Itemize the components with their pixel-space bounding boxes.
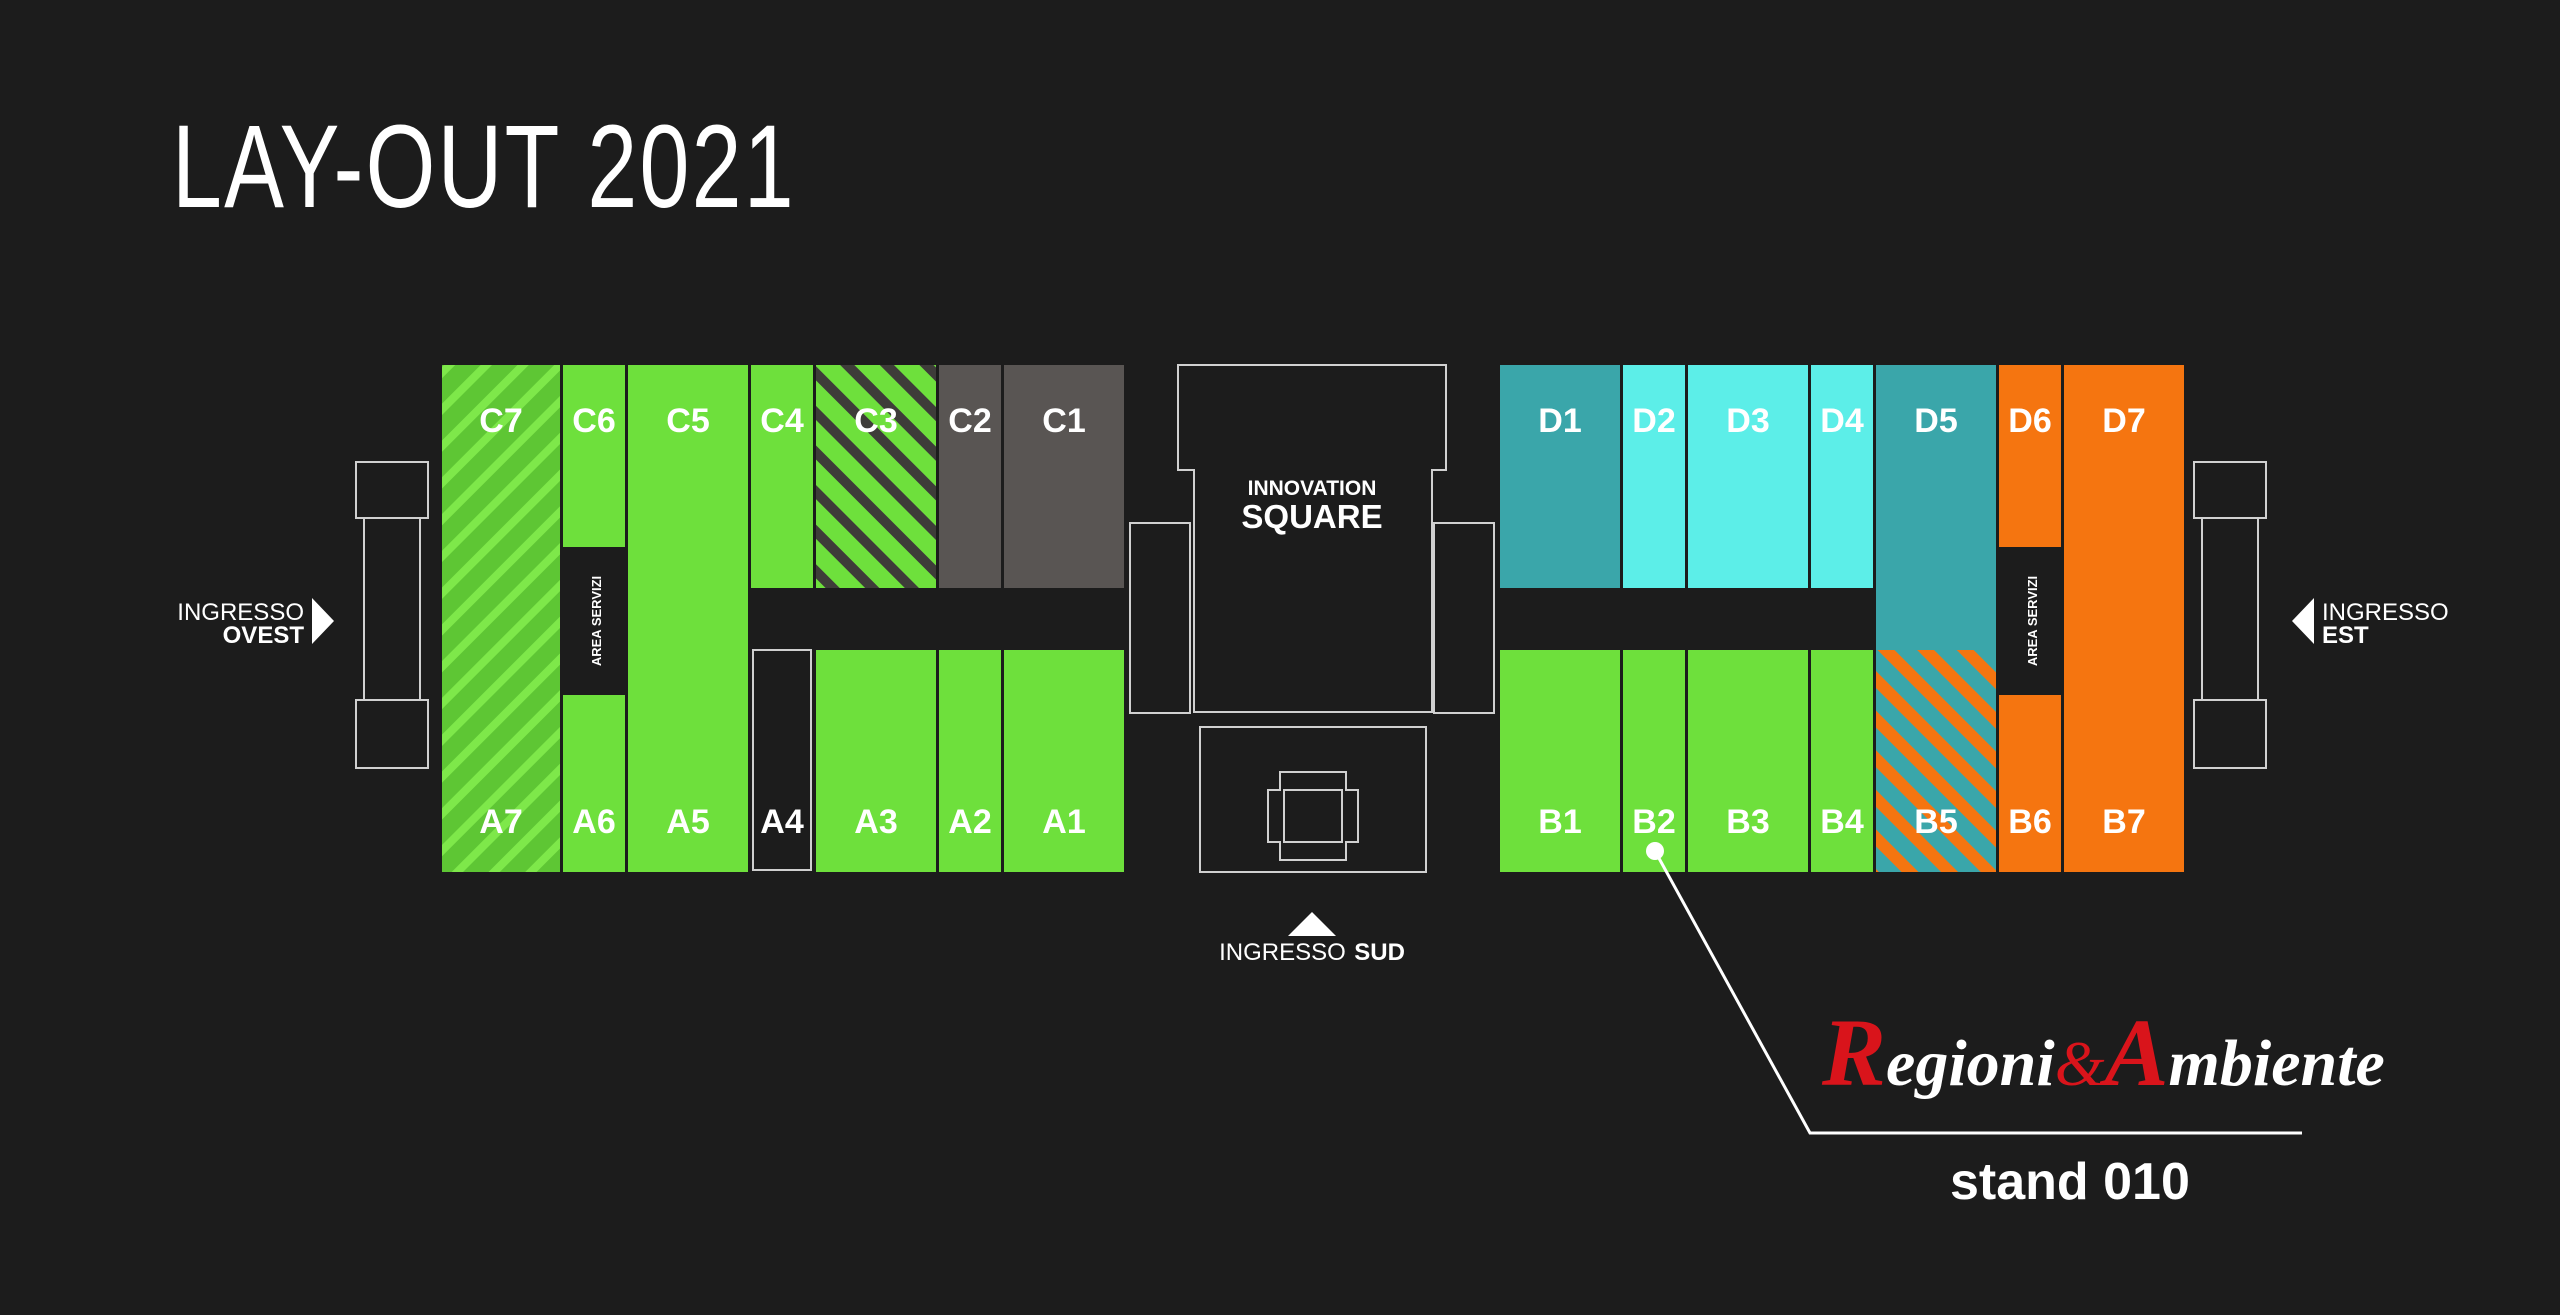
hall-d6[interactable] — [1999, 365, 2061, 547]
east-entrance-arrow-icon — [2292, 598, 2314, 644]
hall-label-d3: D3 — [1726, 402, 1769, 440]
east-entrance-structure — [2193, 461, 2267, 769]
hall-label-a6: A6 — [572, 803, 615, 841]
south-entrance-building — [1199, 726, 1427, 873]
hall-label-a3: A3 — [854, 803, 897, 841]
page-title: LAY-OUT 2021 — [172, 101, 796, 233]
hall-d2[interactable] — [1623, 365, 1685, 588]
innovation-square-building[interactable] — [1177, 364, 1447, 713]
hall-b3[interactable] — [1688, 650, 1808, 872]
hall-label-c5: C5 — [666, 402, 709, 440]
hall-c1[interactable] — [1004, 365, 1124, 588]
hall-d4[interactable] — [1811, 365, 1873, 588]
hall-a3[interactable] — [816, 650, 936, 872]
hall-label-d2: D2 — [1632, 402, 1675, 440]
innovation-square-right-wing — [1433, 522, 1495, 714]
hall-label-a2: A2 — [948, 803, 991, 841]
south-entrance-label: INGRESSO SUD — [1219, 939, 1405, 966]
west-entrance-arrow-icon — [312, 598, 334, 644]
hall-c4[interactable] — [751, 365, 813, 588]
hall-label-d6: D6 — [2008, 402, 2051, 440]
hall-b1[interactable] — [1500, 650, 1620, 872]
hall-label-c7: C7 — [479, 402, 522, 440]
innovation-square-left-wing — [1129, 522, 1191, 714]
innovation-square-label-line2: SQUARE — [1241, 498, 1382, 535]
hall-label-c4: C4 — [760, 402, 804, 440]
hall-label-b2: B2 — [1632, 803, 1675, 841]
hall-c5-a5[interactable] — [628, 365, 748, 872]
hall-label-a4: A4 — [760, 803, 804, 841]
hall-label-a5: A5 — [666, 803, 709, 841]
hall-b5[interactable] — [1876, 650, 1996, 872]
regioni-ambiente-logo: Regioni&Ambiente — [1822, 999, 2385, 1106]
east-entrance-label-line2: EST — [2322, 622, 2369, 649]
hall-d3[interactable] — [1688, 365, 1808, 588]
hall-label-b4: B4 — [1820, 803, 1864, 841]
hall-c6[interactable] — [563, 365, 625, 547]
service-area-left — [563, 547, 625, 695]
hall-label-b5: B5 — [1914, 803, 1957, 841]
hall-label-d7: D7 — [2102, 402, 2145, 440]
hall-label-a1: A1 — [1042, 803, 1085, 841]
service-area-right-label: AREA SERVIZI — [2025, 576, 2040, 666]
west-entrance-label-line2: OVEST — [223, 622, 305, 649]
hall-label-b6: B6 — [2008, 803, 2051, 841]
hall-label-b7: B7 — [2102, 803, 2145, 841]
hall-b6[interactable] — [1999, 695, 2061, 872]
south-entrance-arrow-icon — [1288, 912, 1336, 936]
hall-a4[interactable] — [752, 649, 812, 871]
service-area-left-label: AREA SERVIZI — [589, 576, 604, 666]
hall-d7-b7[interactable] — [2064, 365, 2184, 872]
east-entrance-label-line1: INGRESSO — [2322, 599, 2449, 626]
hall-d1[interactable] — [1500, 365, 1620, 588]
hall-a2[interactable] — [939, 650, 1001, 872]
hall-label-b3: B3 — [1726, 803, 1769, 841]
south-entrance-inner-structure — [1267, 771, 1359, 861]
west-entrance-structure — [355, 461, 429, 769]
hall-label-a7: A7 — [479, 803, 522, 841]
hall-b2[interactable] — [1623, 650, 1685, 872]
west-entrance-label-line1: INGRESSO — [177, 599, 304, 626]
hall-label-c2: C2 — [948, 402, 991, 440]
service-area-right — [1999, 547, 2061, 695]
hall-label-c3: C3 — [854, 402, 897, 440]
south-entrance-inner-square — [1283, 789, 1343, 843]
hall-c3[interactable] — [816, 365, 936, 588]
hall-label-b1: B1 — [1538, 803, 1581, 841]
hall-label-d5: D5 — [1914, 402, 1957, 440]
hall-label-d1: D1 — [1538, 402, 1581, 440]
hall-a6[interactable] — [563, 695, 625, 872]
innovation-square-label-line1: INNOVATION — [1248, 477, 1377, 500]
hall-a1[interactable] — [1004, 650, 1124, 872]
hall-d5[interactable] — [1876, 365, 1996, 650]
hall-b4[interactable] — [1811, 650, 1873, 872]
hall-c2[interactable] — [939, 365, 1001, 588]
stand-pointer-line — [1653, 850, 2302, 1135]
hall-label-c1: C1 — [1042, 402, 1085, 440]
hall-c7-a7[interactable] — [442, 365, 560, 872]
stand-number: stand 010 — [1950, 1153, 2190, 1211]
hall-label-d4: D4 — [1820, 402, 1864, 440]
hall-label-c6: C6 — [572, 402, 615, 440]
